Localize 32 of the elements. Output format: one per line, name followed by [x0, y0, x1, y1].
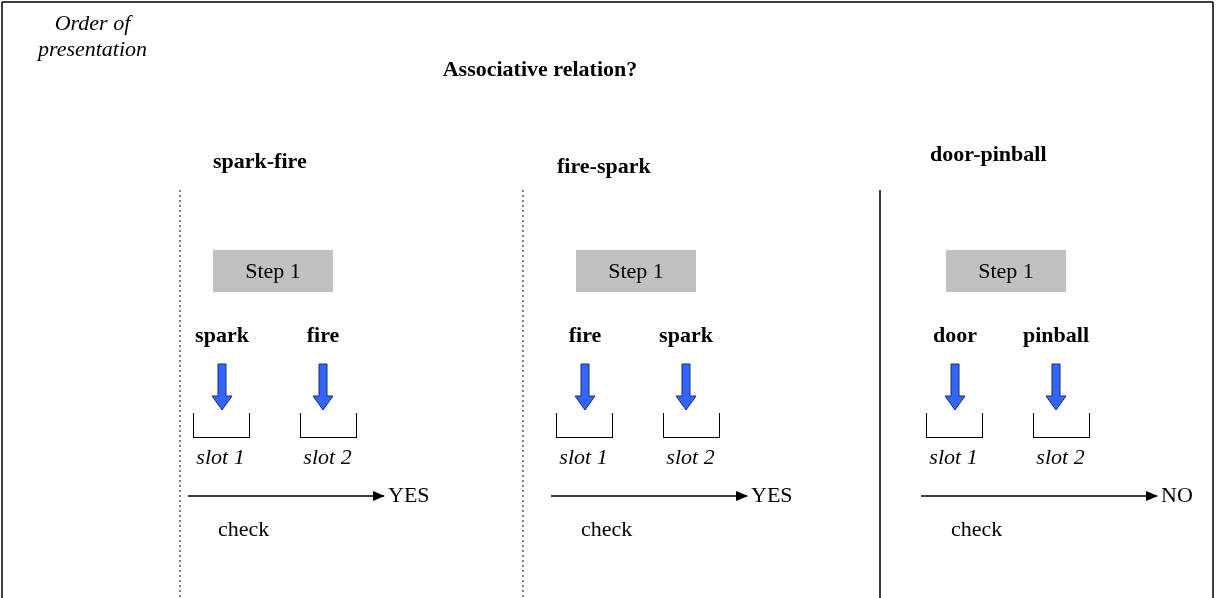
word: pinball — [1006, 322, 1106, 352]
arrow — [574, 363, 596, 411]
word: fire — [535, 322, 635, 352]
slot-label: slot 2 — [302, 444, 353, 470]
title: Associative relation? — [441, 56, 639, 82]
arrow — [675, 363, 697, 411]
arrow — [944, 363, 966, 411]
slot-label: slot 2 — [665, 444, 716, 470]
slot-label: slot 1 — [928, 444, 979, 470]
arrow — [1045, 363, 1067, 411]
step-box: Step 1 — [576, 250, 696, 292]
step-box: Step 1 — [213, 250, 333, 292]
arrow — [211, 363, 233, 411]
slot-label: slot 2 — [1035, 444, 1086, 470]
arrow — [550, 491, 748, 501]
arrow — [312, 363, 334, 411]
column-heading: door-pinball — [930, 141, 1047, 167]
arrow — [187, 491, 385, 501]
result-text: YES — [388, 482, 430, 510]
arrow — [920, 491, 1158, 501]
column-heading: fire-spark — [557, 153, 651, 179]
word: fire — [273, 322, 373, 352]
column-heading: spark-fire — [213, 148, 307, 174]
word: door — [905, 322, 1005, 352]
word: spark — [172, 322, 272, 352]
step-box: Step 1 — [946, 250, 1066, 292]
slot-label: slot 1 — [558, 444, 609, 470]
result-text: YES — [751, 482, 793, 510]
slot-label: slot 1 — [195, 444, 246, 470]
axis-label: Order of presentation — [36, 10, 149, 62]
result-text: NO — [1161, 482, 1193, 510]
word: spark — [636, 322, 736, 352]
